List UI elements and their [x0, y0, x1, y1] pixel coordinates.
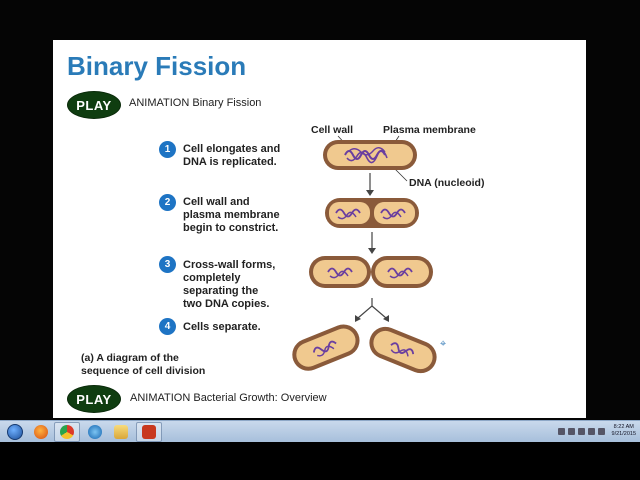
folder-icon [114, 425, 128, 439]
taskbar-clock[interactable]: 8:22 AM 9/21/2015 [612, 424, 636, 438]
clock-time: 8:22 AM [613, 424, 634, 430]
arrow-head-1 [366, 190, 374, 196]
step-2-text: Cell wall and plasma membrane begin to c… [183, 196, 280, 234]
taskbar: 8:22 AM 9/21/2015 [0, 420, 640, 442]
step-3-badge: 3 [159, 256, 176, 273]
step-4-badge: 4 [159, 318, 176, 335]
taskbar-internet-explorer[interactable] [82, 422, 108, 442]
chrome-icon [60, 425, 74, 439]
figure-caption: (a) A diagram of the sequence of cell di… [81, 352, 205, 378]
start-button[interactable] [2, 422, 28, 442]
system-tray: 8:22 AM 9/21/2015 [557, 424, 636, 438]
cell-stage-1 [323, 140, 417, 170]
arrow-head-2 [368, 248, 376, 254]
step-4-text: Cells separate. [183, 321, 261, 333]
animation-label-bacterial-growth: ANIMATION Bacterial Growth: Overview [130, 392, 327, 404]
cell-stage-4-left [292, 324, 360, 371]
tray-app-icon[interactable] [567, 427, 575, 435]
internet-explorer-icon [88, 425, 102, 439]
cell-stage-4-right [369, 326, 437, 374]
caption-text: A diagram of the sequence of cell divisi… [81, 352, 206, 377]
letterbox-bottom [0, 442, 640, 480]
clock-date: 9/21/2015 [611, 431, 636, 437]
dna-coil [348, 147, 386, 156]
animation-label-binary-fission: ANIMATION Binary Fission [129, 97, 262, 109]
arrow-split-left [357, 298, 373, 319]
powerpoint-icon [142, 425, 156, 439]
tray-volume-icon[interactable] [597, 427, 605, 435]
step-1-text: Cell elongates and DNA is replicated. [183, 143, 281, 168]
taskbar-chrome[interactable] [54, 422, 80, 442]
taskbar-powerpoint[interactable] [136, 422, 162, 442]
step-2-badge: 2 [159, 194, 176, 211]
tray-app-icon[interactable] [577, 427, 585, 435]
arrow-split-right [371, 305, 387, 319]
firefox-icon [34, 425, 48, 439]
taskbar-firefox[interactable] [28, 422, 54, 442]
step-3-text: Cross-wall forms, completely separating … [183, 259, 276, 310]
cell-stage-3 [309, 256, 433, 288]
mouse-cursor-icon: ⌖ [440, 338, 447, 350]
caption-prefix: (a) [81, 352, 94, 364]
cell-stage-2 [325, 198, 419, 228]
play-button-bacterial-growth[interactable]: PLAY [67, 385, 121, 413]
slide: Binary Fission PLAY ANIMATION Binary Fis… [53, 40, 586, 418]
dna-coil [346, 149, 388, 164]
label-cell-wall: Cell wall [311, 124, 354, 136]
windows-start-icon [7, 424, 23, 440]
binary-fission-diagram [292, 135, 437, 374]
label-dna-nucleoid: DNA (nucleoid) [409, 177, 485, 189]
label-plasma-membrane: Plasma membrane [383, 124, 476, 136]
play-button-binary-fission[interactable]: PLAY [67, 91, 121, 119]
taskbar-file-explorer[interactable] [108, 422, 134, 442]
slide-title: Binary Fission [67, 51, 247, 81]
step-1-badge: 1 [159, 141, 176, 158]
tray-network-icon[interactable] [587, 427, 595, 435]
tray-flag-icon[interactable] [557, 427, 565, 435]
